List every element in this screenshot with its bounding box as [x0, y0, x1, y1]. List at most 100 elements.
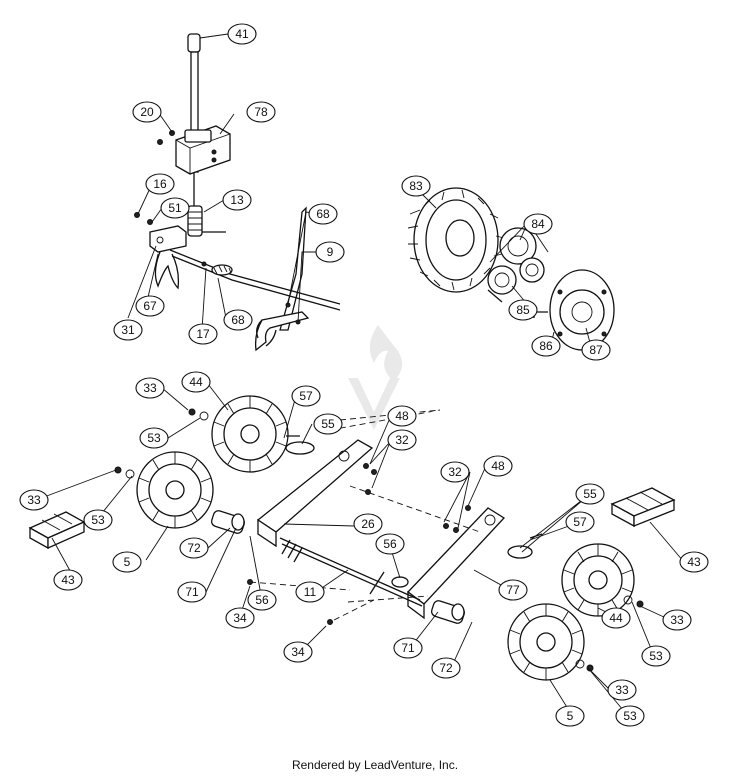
callout-53: 53 — [615, 705, 645, 727]
svg-text:71: 71 — [401, 641, 415, 655]
svg-text:84: 84 — [531, 217, 545, 231]
svg-text:87: 87 — [589, 343, 603, 357]
svg-text:72: 72 — [187, 541, 201, 555]
svg-text:26: 26 — [361, 517, 375, 531]
callout-55: 55 — [575, 483, 605, 505]
svg-text:57: 57 — [299, 389, 313, 403]
svg-text:67: 67 — [143, 299, 157, 313]
callout-56: 56 — [247, 589, 277, 611]
footer-credit: Rendered by LeadVenture, Inc. — [291, 758, 459, 772]
svg-text:57: 57 — [573, 515, 587, 529]
callout-72: 72 — [179, 537, 209, 559]
svg-text:13: 13 — [230, 193, 244, 207]
callout-67: 67 — [135, 295, 165, 317]
callout-78: 78 — [246, 101, 276, 123]
callout-48: 48 — [387, 405, 417, 427]
callout-44: 44 — [601, 607, 631, 629]
callout-17: 17 — [188, 323, 218, 345]
callout-32: 32 — [440, 461, 470, 483]
callout-53: 53 — [641, 645, 671, 667]
callout-31: 31 — [113, 319, 143, 341]
svg-text:5: 5 — [567, 709, 574, 723]
svg-text:33: 33 — [670, 613, 684, 627]
callout-labels: 41 20 78 16 51 13 68 9 67 31 17 68 83 84… — [19, 23, 709, 727]
callout-5: 5 — [555, 705, 585, 727]
callout-77: 77 — [498, 579, 528, 601]
svg-text:68: 68 — [316, 207, 330, 221]
svg-text:53: 53 — [147, 431, 161, 445]
callout-33: 33 — [135, 377, 165, 399]
callout-68: 68 — [308, 203, 338, 225]
svg-text:44: 44 — [609, 611, 623, 625]
watermark-logo — [348, 325, 403, 430]
callout-56: 56 — [375, 533, 405, 555]
callout-43: 43 — [679, 551, 709, 573]
svg-text:33: 33 — [143, 381, 157, 395]
callout-53: 53 — [139, 427, 169, 449]
callout-51: 51 — [160, 197, 190, 219]
svg-text:33: 33 — [615, 683, 629, 697]
callout-9: 9 — [315, 241, 345, 263]
callout-86: 86 — [531, 335, 561, 357]
svg-text:16: 16 — [153, 177, 167, 191]
callout-48: 48 — [483, 455, 513, 477]
callout-33: 33 — [19, 489, 49, 511]
svg-text:78: 78 — [254, 105, 268, 119]
svg-text:48: 48 — [395, 409, 409, 423]
callout-16: 16 — [145, 173, 175, 195]
svg-text:43: 43 — [687, 555, 701, 569]
callout-68: 68 — [223, 309, 253, 331]
track-frame-assembly — [28, 395, 676, 681]
svg-text:32: 32 — [448, 465, 462, 479]
svg-text:34: 34 — [233, 611, 247, 625]
svg-text:53: 53 — [649, 649, 663, 663]
callout-13: 13 — [222, 189, 252, 211]
svg-text:72: 72 — [439, 661, 453, 675]
callout-71: 71 — [177, 581, 207, 603]
callout-41: 41 — [227, 23, 257, 45]
svg-text:56: 56 — [255, 593, 269, 607]
svg-text:43: 43 — [61, 573, 75, 587]
callout-57: 57 — [565, 511, 595, 533]
svg-text:85: 85 — [516, 303, 530, 317]
callout-33: 33 — [662, 609, 692, 631]
svg-text:55: 55 — [321, 417, 335, 431]
svg-text:55: 55 — [583, 487, 597, 501]
callout-57: 57 — [291, 385, 321, 407]
svg-text:56: 56 — [383, 537, 397, 551]
drive-wheel-gear-assembly — [407, 187, 615, 351]
callout-72: 72 — [431, 657, 461, 679]
callout-34: 34 — [283, 641, 313, 663]
callout-26: 26 — [353, 513, 383, 535]
callout-85: 85 — [508, 299, 538, 321]
callout-5: 5 — [112, 551, 142, 573]
svg-text:53: 53 — [623, 709, 637, 723]
callout-83: 83 — [401, 175, 431, 197]
svg-text:71: 71 — [185, 585, 199, 599]
svg-text:41: 41 — [235, 27, 249, 41]
callout-33: 33 — [607, 679, 637, 701]
callout-71: 71 — [393, 637, 423, 659]
svg-text:68: 68 — [231, 313, 245, 327]
shift-lever-assembly — [134, 33, 341, 352]
callout-34: 34 — [225, 607, 255, 629]
svg-text:31: 31 — [121, 323, 135, 337]
svg-text:44: 44 — [189, 375, 203, 389]
svg-text:11: 11 — [304, 585, 317, 599]
callout-43: 43 — [53, 569, 83, 591]
callout-20: 20 — [132, 101, 162, 123]
svg-text:32: 32 — [395, 433, 409, 447]
svg-text:9: 9 — [327, 245, 334, 259]
svg-text:5: 5 — [124, 555, 131, 569]
leader-lines — [35, 33, 685, 717]
svg-text:20: 20 — [140, 105, 154, 119]
callout-44: 44 — [181, 371, 211, 393]
callout-53: 53 — [83, 509, 113, 531]
callout-87: 87 — [581, 339, 611, 361]
svg-text:34: 34 — [291, 645, 305, 659]
callout-11: 11 — [295, 581, 325, 603]
svg-text:48: 48 — [491, 459, 505, 473]
svg-text:33: 33 — [27, 493, 41, 507]
